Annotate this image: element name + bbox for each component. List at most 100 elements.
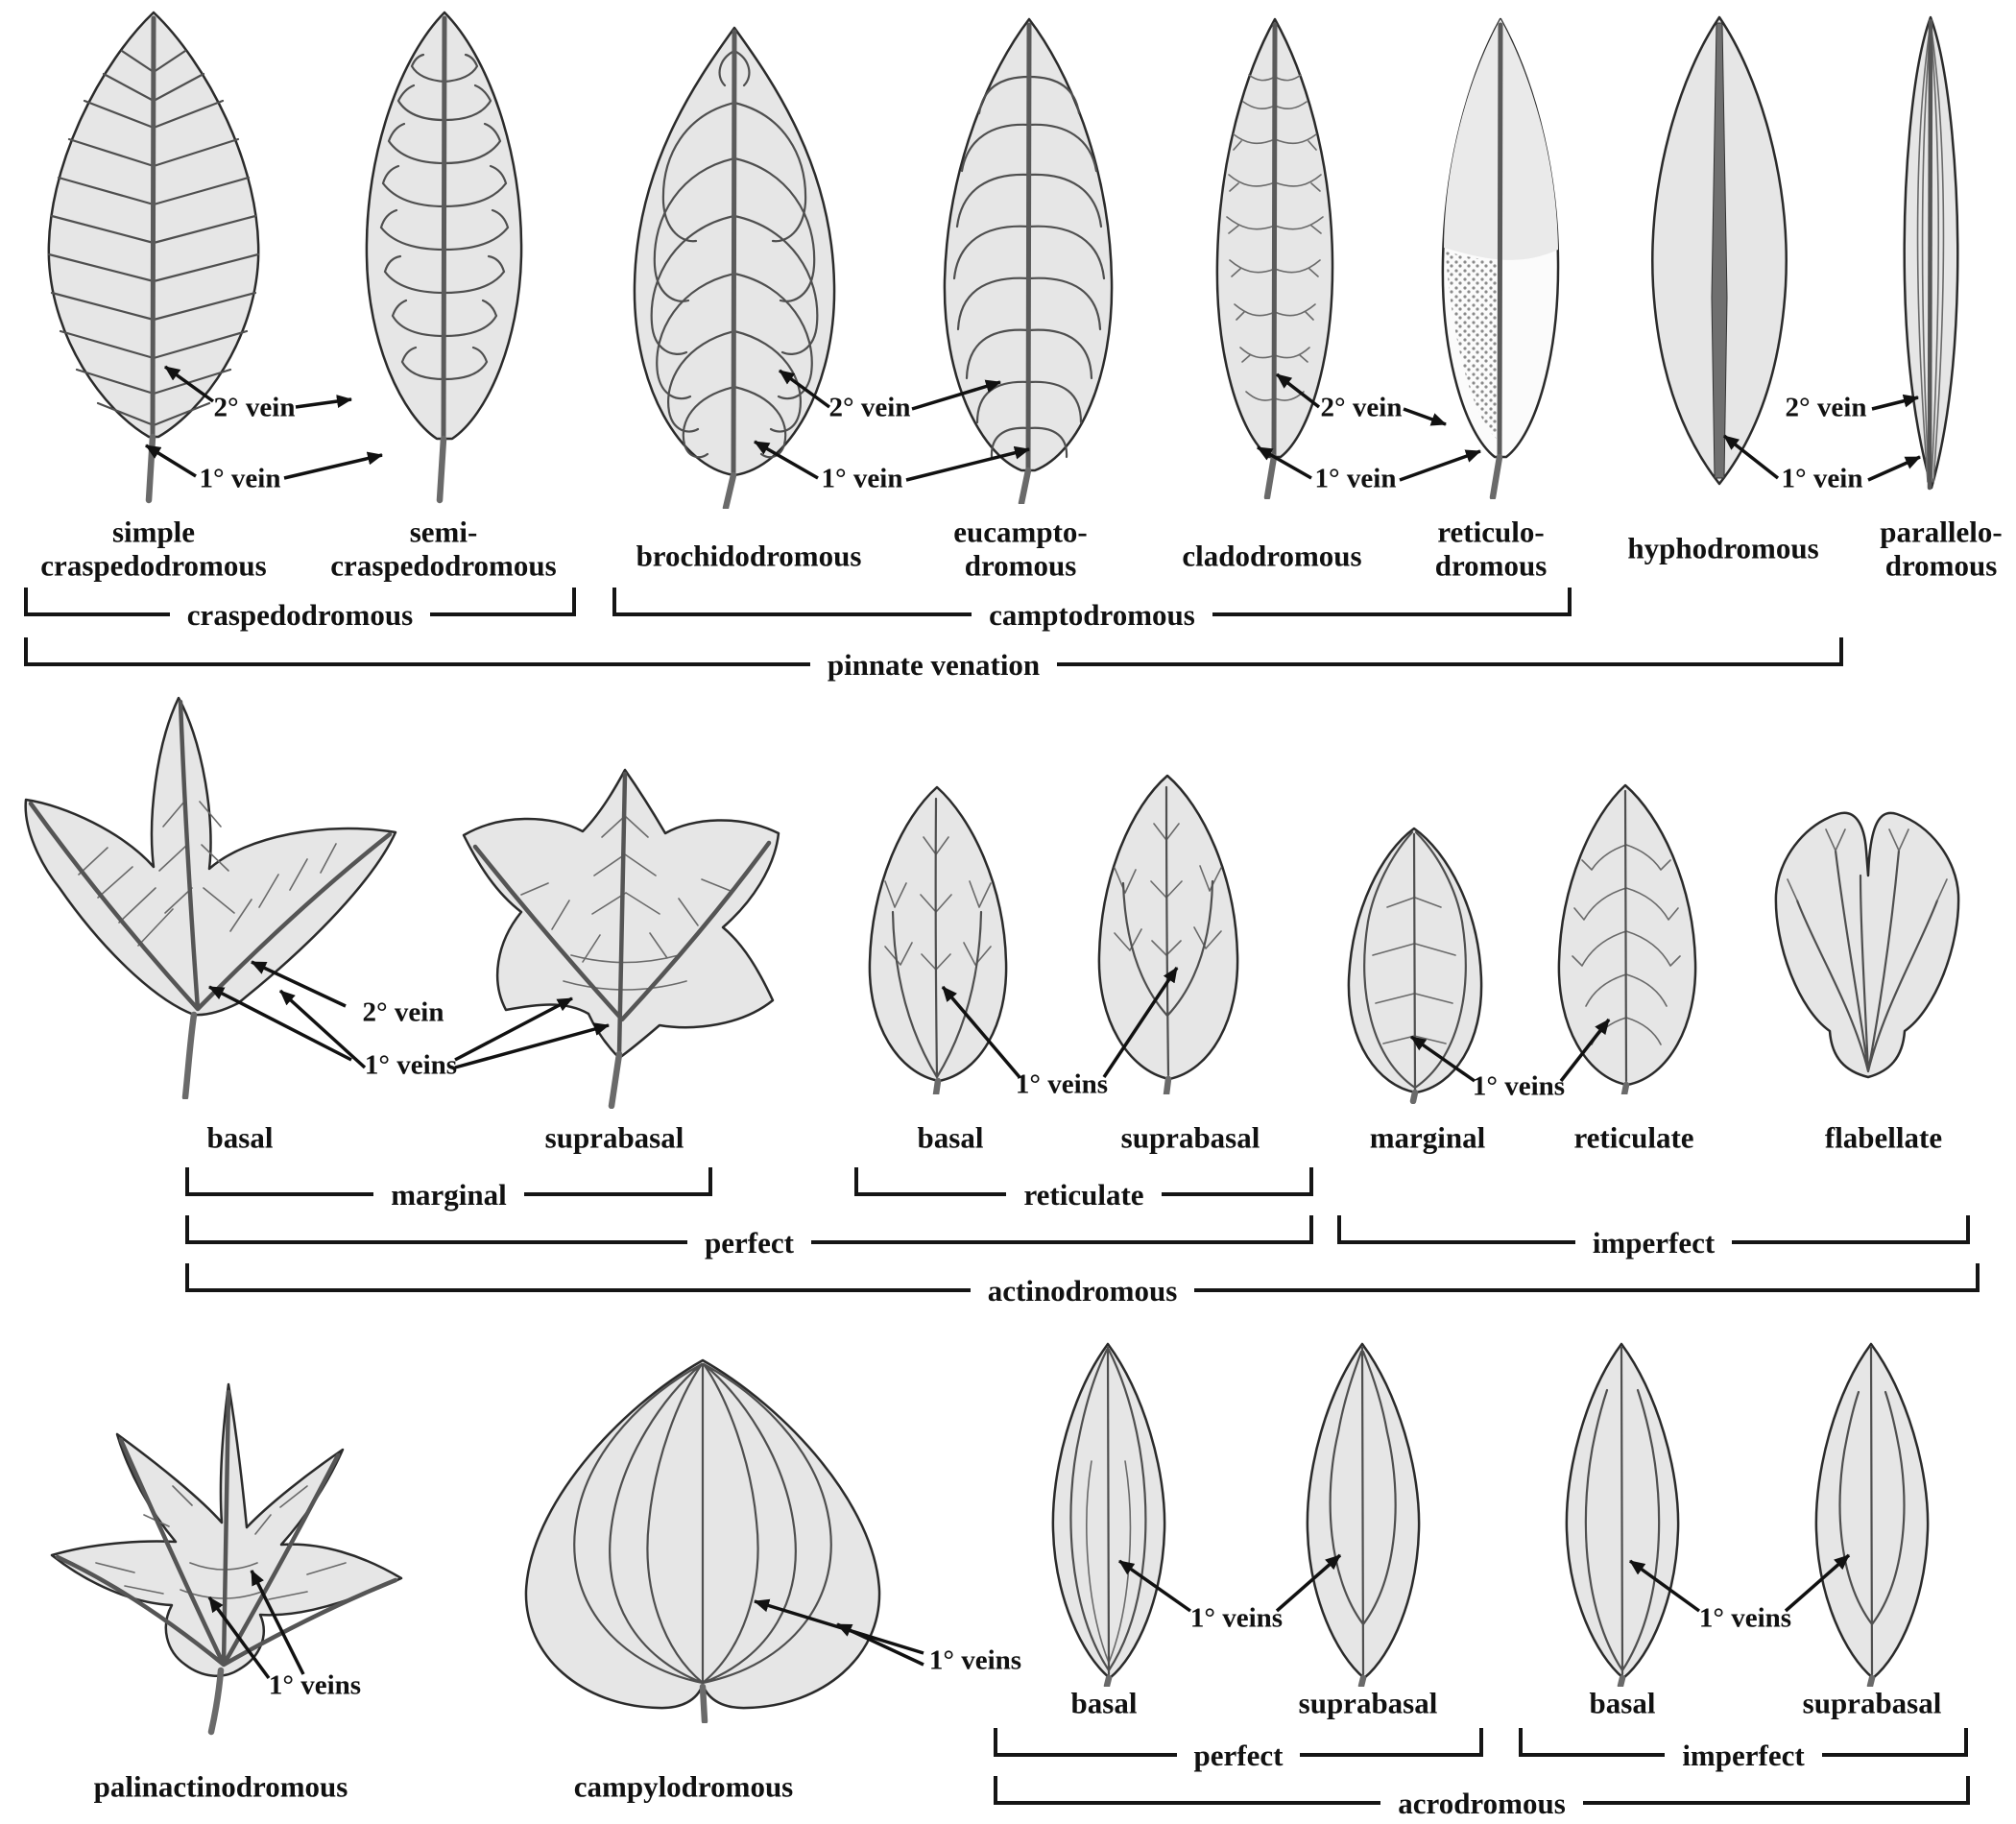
leaf-hyphodromous [1651,15,1788,486]
bracket-tick [994,1776,997,1805]
petiole [436,435,447,504]
petiole [1620,1081,1630,1094]
leaf-semi-craspedodromous [365,11,523,504]
leaf-acrodromous-perfect-basal [1051,1342,1166,1687]
bracket-label: reticulate [1023,1178,1144,1212]
primary-veins [1838,1346,1906,1676]
fan-forks [1787,828,1948,901]
bracket-label: craspedodromous [186,598,414,632]
petiole [699,1683,708,1723]
leaf-label-basal-marginal: basal [206,1120,274,1155]
primary-veins [1584,1346,1661,1676]
bracket-tick [24,637,28,666]
bracket-imperfect: imperfect [1337,1215,1970,1260]
petiole [1018,467,1032,504]
bracket-line [1194,1288,1977,1292]
petiole [145,433,156,504]
leaf-actinodromous-basal [24,696,397,1099]
reticulate-branches [884,836,992,971]
bracket-label: marginal [391,1178,507,1212]
bracket-tick [1309,1167,1313,1196]
leaf-reticulodromous [1441,17,1560,499]
secondary-veins [1572,844,1681,1045]
secondary-veins [78,801,337,947]
petiole [1163,1075,1172,1094]
blade [1557,783,1697,1087]
primary-vein [1927,18,1933,491]
vein-annotation: 1° veins [1189,1602,1284,1634]
leaf-label-reticulodromous: reticulo- dromous [1434,515,1548,582]
bracket-line [28,662,810,666]
bracket-tick [1966,1776,1970,1805]
primary-vein [1025,22,1032,473]
leaf-label-reticulate: reticulate [1573,1120,1694,1155]
petiole [1357,1674,1367,1687]
primary-vein [1271,22,1278,460]
bracket-line [810,1240,1309,1244]
leaf-simple-craspedodromous [47,11,260,504]
leaf-label-marginal: marginal [1369,1120,1486,1155]
leaf-campylodromous [524,1358,881,1723]
leaf-brochidodromous [633,26,836,509]
petiole [1409,1089,1419,1104]
bracket-tick [994,1728,997,1757]
leaf-reticulate-imperfect [1557,783,1697,1094]
leaf-label-acro-basal-imperfect: basal [1589,1686,1656,1720]
arching-primary-veins [573,1362,832,1685]
leaf-label-simple-craspedodromous: simple craspedodromous [40,515,267,582]
secondary-veins [379,53,510,381]
bracket-camptodromous: camptodromous [612,588,1572,632]
bracket-acrodromous: acrodromous [994,1776,1970,1820]
vein-annotation: 2° vein [1320,392,1403,423]
vein-annotation: 2° vein [362,996,444,1028]
bracket-craspedodromous: craspedodromous [24,588,576,632]
bracket-tick [1309,1215,1313,1244]
vein-annotation: 1° veins [928,1644,1022,1676]
bracket-line [997,1753,1177,1757]
bracket-label: actinodromous [987,1274,1178,1308]
petiole [181,1011,198,1099]
vein-annotation: 1° vein [821,463,903,494]
bracket-tick [185,1167,189,1196]
primary-veins [472,771,772,1057]
vein-annotation: 1° veins [1698,1602,1792,1634]
bracket-pinnate-venation: pinnate venation [24,637,1844,682]
leaf-label-semi-craspedodromous: semi- craspedodromous [330,515,557,582]
petiole [207,1667,225,1736]
bracket-line [997,1801,1381,1805]
primary-vein [731,29,737,478]
leaf-eucamptodromous [943,17,1114,504]
reticulate-branches [1114,823,1222,956]
bracket-line [189,1288,971,1292]
petiole [608,1050,623,1109]
petiole [1489,453,1503,499]
petiole [722,471,737,509]
vein-annotation: 1° vein [199,463,281,494]
leaf-label-hyphodromous: hyphodromous [1627,531,1819,565]
bracket-line [28,612,170,616]
bracket-reticulate: reticulate [854,1167,1313,1212]
bracket-tick [24,588,28,616]
vein-annotation: 1° vein [1314,463,1397,494]
secondary-veins [47,49,260,427]
blade [868,785,1008,1083]
bracket-line [1057,662,1840,666]
leaf-flabellate [1774,811,1960,1079]
petiole [1103,1674,1113,1687]
bracket-tick [612,588,616,616]
fan-veins [1795,849,1939,1073]
bracket-tick [1966,1215,1970,1244]
bracket-label: pinnate venation [827,648,1041,682]
bracket-marginal: marginal [185,1167,712,1212]
leaf-label-parallelodromous: parallelo- dromous [1880,515,2003,582]
bracket-line [1523,1753,1666,1757]
bracket-tick [708,1167,712,1196]
leaf-label-brochidodromous: brochidodromous [636,539,862,573]
petiole [932,1077,942,1094]
bracket-label: acrodromous [1398,1787,1566,1820]
bracket-label: perfect [705,1226,794,1260]
bracket-line [189,1192,374,1196]
bracket-label: imperfect [1592,1226,1716,1260]
vein-annotation: 2° vein [1785,392,1867,423]
